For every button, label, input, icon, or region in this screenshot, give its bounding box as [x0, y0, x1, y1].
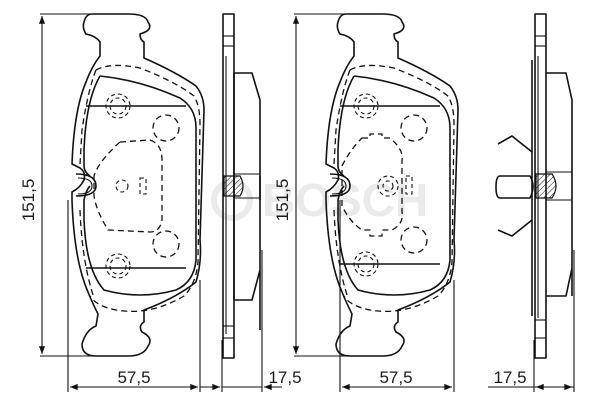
friction-lining-side [234, 72, 261, 330]
pin-hole-top-right [400, 114, 428, 142]
lining-left-hidden-edge [333, 209, 349, 299]
pin-hole-top-left [105, 93, 131, 119]
spring-clip-top [497, 135, 533, 153]
width-dimension-label: 57,5 [117, 368, 150, 387]
notch-clip-inner [331, 177, 347, 195]
pin-section-hatched [223, 175, 244, 197]
wear-sensor-hidden-profile [341, 133, 403, 237]
pin-section-hatched [535, 173, 557, 199]
pin-hole-bottom-right [152, 230, 180, 258]
sensor-ring-outer [377, 175, 399, 197]
pin-hole-bottom-right [400, 226, 428, 254]
height-dimension-label: 151,5 [273, 179, 292, 222]
central-hidden-profile [93, 139, 163, 233]
friction-lining-side [546, 72, 573, 297]
friction-lining-outline [337, 75, 451, 296]
height-dimension-label: 151,5 [19, 179, 38, 222]
front-view-pad-1: 151,5 57,5 [19, 13, 205, 392]
spring-clip-bottom [497, 219, 533, 237]
pin-hole-top-left [353, 93, 379, 119]
friction-lining-hidden-edge [79, 64, 201, 313]
sensor-slot [405, 175, 413, 195]
front-view-pad-2: 151,5 57,5 [273, 13, 459, 392]
pin-hole-top-left-inner [109, 97, 127, 115]
thickness-dimension-label: 17,5 [268, 368, 301, 387]
backing-plate-outline [71, 13, 205, 357]
side-view-pad-1: 17,5 [200, 13, 302, 392]
lining-left-hidden-edge [79, 209, 95, 299]
thickness-dimension-label: 17,5 [493, 368, 526, 387]
notch-clip [329, 173, 351, 197]
side-view-pad-2: 17,5 [488, 13, 575, 392]
pin-hole-bottom-left [105, 253, 131, 279]
pin-hole-bottom-left-inner [357, 255, 375, 273]
pin-hole-top-left-inner [357, 97, 375, 115]
pin-hole-bottom-left-inner [109, 257, 127, 275]
width-dimension-label: 57,5 [379, 368, 412, 387]
guide-pin [495, 175, 534, 199]
backing-plate-outline [325, 13, 459, 357]
center-slot [139, 177, 147, 195]
friction-lining-outline [83, 75, 197, 296]
sensor-ring-inner [382, 180, 394, 192]
friction-lining-hidden-edge [333, 64, 455, 313]
notch-clip [75, 173, 97, 197]
notch-clip-inner [77, 177, 93, 195]
pin-hole-bottom-left [353, 251, 379, 277]
bosch-watermark: BOSCH [211, 174, 428, 226]
center-dot-hole [115, 179, 129, 193]
pin-hole-top-right [152, 114, 180, 142]
